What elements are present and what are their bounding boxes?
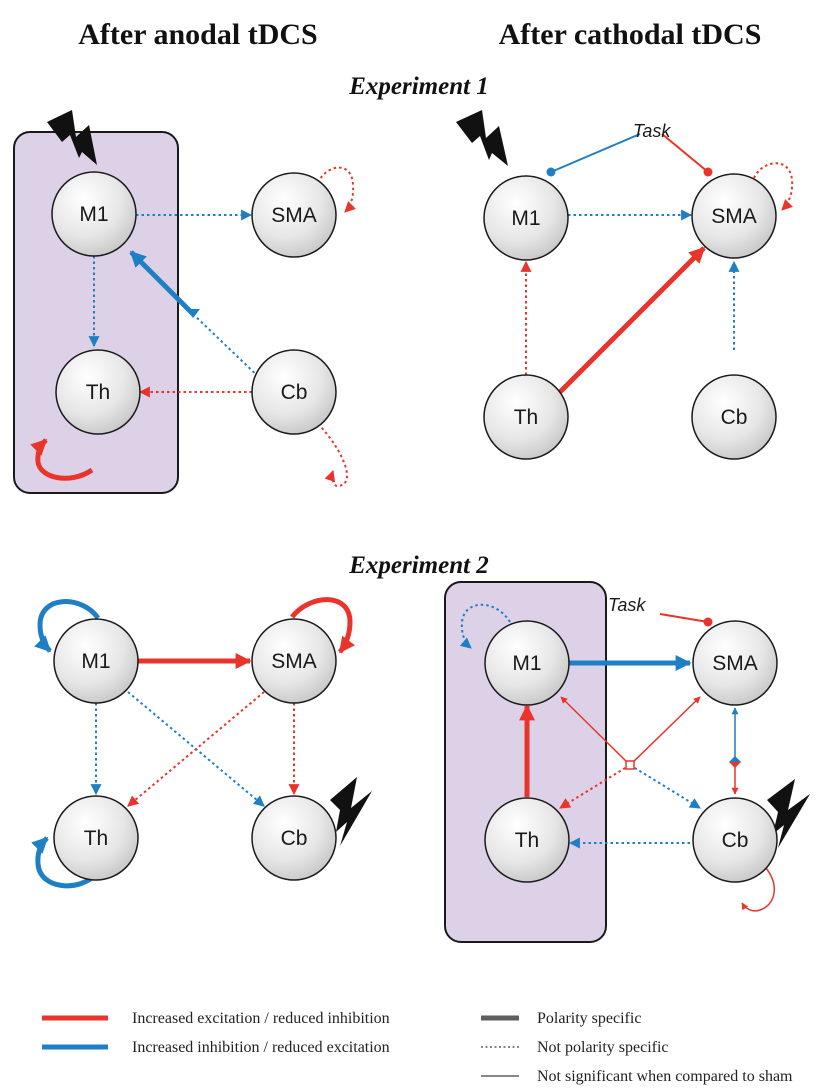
node-sma: SMA [251,618,337,704]
self-loop-cb [313,419,349,488]
self-loop-sma [290,597,356,654]
panel-exp2-anodal: M1 SMA Th Cb [31,597,372,889]
node-label-cb: Cb [281,827,308,850]
node-sma: SMA [691,173,777,259]
self-loop-m1 [459,603,511,649]
self-loop-cb [741,867,775,912]
edge-task-to-sma [661,133,713,177]
node-label-m1: M1 [81,650,110,673]
node-label-sma: SMA [271,650,317,673]
legend-label-thick: Polarity specific [537,1010,641,1027]
marker-bidirectional-junction [729,762,741,768]
column-title-cathodal: After cathodal tDCS [499,18,762,51]
node-label-cb: Cb [722,829,749,852]
marker-bidirectional-junction [186,309,200,318]
self-loop-th [30,438,94,481]
edge-task-to-m1 [546,133,641,177]
edge-junction-to-sma [629,696,701,766]
edge-junction-to-th [559,764,631,809]
legend: Increased excitation / reduced inhibitio… [42,1010,793,1085]
experiment-2-title: Experiment 2 [348,552,489,579]
lightning-bolt-icon [767,779,810,848]
marker-crossing-junction [625,760,635,770]
node-label-sma: SMA [271,204,317,227]
experiment-1-title: Experiment 1 [348,73,489,100]
legend-label-thin: Not significant when compared to sham [537,1068,793,1085]
node-cb: Cb [251,795,337,881]
lightning-bolt-icon [456,110,508,166]
panel-exp1-anodal: M1 SMA Th Cb [13,110,356,494]
self-loop-sma [315,166,356,213]
node-label-th: Th [514,406,539,429]
node-label-m1: M1 [511,207,540,230]
node-label-m1: M1 [79,203,108,226]
node-label-th: Th [84,827,109,850]
legend-label-red: Increased excitation / reduced inhibitio… [132,1010,390,1027]
edge-junction-to-m1 [129,250,195,316]
legend-label-dotted: Not polarity specific [537,1039,669,1056]
task-label: Task [608,595,646,615]
node-m1: M1 [484,620,570,706]
legend-label-blue: Increased inhibition / reduced excitatio… [132,1039,390,1056]
node-cb: Cb [692,797,778,883]
lightning-bolt-icon [330,777,372,846]
edge-sma-to-th [127,691,265,807]
edge-junction-to-m1 [560,696,631,766]
node-m1: M1 [51,171,137,257]
node-sma: SMA [251,172,337,258]
node-label-th: Th [515,829,540,852]
node-th: Th [53,795,139,881]
node-th: Th [55,349,141,435]
edge-junction-to-cb [629,764,701,809]
node-label-cb: Cb [281,381,308,404]
node-m1: M1 [483,175,569,261]
node-th: Th [484,797,570,883]
marker-bidirectional-junction-top [729,756,741,762]
node-label-th: Th [86,381,111,404]
self-loop-th [31,836,98,889]
node-label-m1: M1 [512,652,541,675]
node-th: Th [483,374,569,460]
node-cb: Cb [691,374,777,460]
self-loop-m1 [34,599,101,653]
edge-task-to-sma [659,613,713,627]
panel-exp2-cathodal: Task M1 SMA Th Cb [444,581,810,943]
node-label-cb: Cb [721,406,748,429]
lightning-bolt-icon [47,110,97,165]
edge-th-to-sma [558,246,706,394]
edge-junction-to-cb [192,313,265,383]
node-cb: Cb [251,349,337,435]
column-title-anodal: After anodal tDCS [78,18,317,51]
node-m1: M1 [53,618,139,704]
node-sma: SMA [692,620,778,706]
node-label-sma: SMA [712,652,758,675]
task-label: Task [633,121,671,141]
node-label-sma: SMA [711,205,757,228]
panel-exp1-cathodal: Task M1 SMA Th Cb [456,110,794,460]
